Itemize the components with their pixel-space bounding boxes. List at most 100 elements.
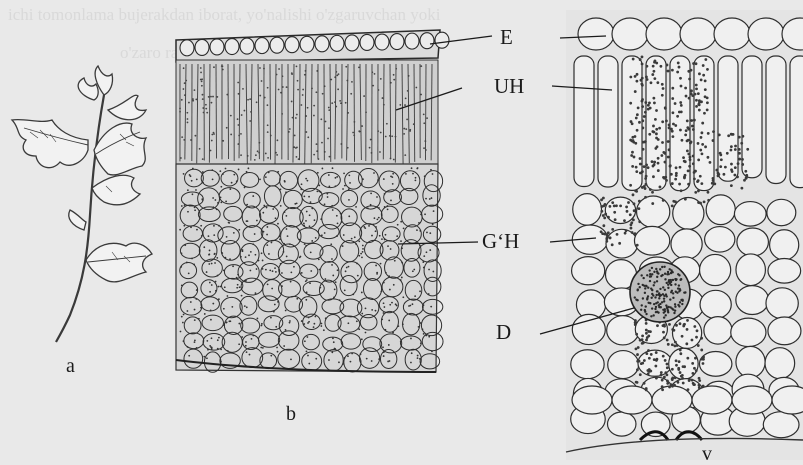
chloroplast-dot: [321, 234, 323, 236]
chloroplast-dot: [618, 242, 621, 245]
chloroplast-dot: [233, 232, 235, 234]
chloroplast-dot: [431, 197, 433, 199]
druse-crystal-dot: [653, 271, 655, 273]
chloroplast-dot: [225, 322, 227, 324]
chloroplast-dot: [322, 93, 324, 95]
druse-crystal-dot: [672, 297, 674, 299]
chloroplast-dot: [201, 85, 203, 87]
chloroplast-dot: [638, 121, 641, 124]
chloroplast-dot: [399, 104, 401, 106]
chloroplast-dot: [607, 231, 610, 234]
chloroplast-dot: [413, 269, 415, 271]
druse-crystal-dot: [660, 275, 662, 277]
chloroplast-dot: [693, 178, 696, 181]
chloroplast-dot: [336, 176, 338, 178]
chloroplast-dot: [719, 165, 722, 168]
chloroplast-dot: [422, 261, 424, 263]
chloroplast-dot: [380, 78, 382, 80]
chloroplast-dot: [181, 136, 183, 138]
chloroplast-dot: [632, 141, 635, 144]
chloroplast-dot: [221, 252, 223, 254]
chloroplast-dot: [670, 173, 673, 176]
chloroplast-dot: [181, 205, 183, 207]
chloroplast-dot: [420, 94, 422, 96]
chloroplast-dot: [712, 177, 715, 180]
chloroplast-dot: [261, 323, 263, 325]
chloroplast-dot: [657, 169, 660, 172]
druse-crystal-dot: [680, 278, 682, 280]
chloroplast-dot: [361, 256, 363, 258]
palisade-cell: [574, 56, 594, 187]
chloroplast-dot: [674, 178, 677, 181]
chloroplast-dot: [357, 275, 359, 277]
chloroplast-dot: [281, 285, 283, 287]
chloroplast-dot: [366, 358, 368, 360]
chloroplast-dot: [712, 139, 715, 142]
chloroplast-dot: [645, 332, 648, 335]
druse-crystal-dot: [651, 293, 653, 295]
spongy-cell: [637, 196, 670, 228]
epidermis-cell: [285, 37, 299, 53]
chloroplast-dot: [328, 109, 330, 111]
chloroplast-dot: [275, 152, 277, 154]
chloroplast-dot: [316, 150, 318, 152]
epidermis-cell: [748, 18, 784, 50]
chloroplast-dot: [240, 154, 242, 156]
chloroplast-dot: [265, 153, 267, 155]
chloroplast-dot: [279, 238, 281, 240]
chloroplast-dot: [275, 326, 277, 328]
chloroplast-dot: [252, 243, 254, 245]
chloroplast-dot: [262, 260, 264, 262]
chloroplast-dot: [333, 341, 335, 343]
chloroplast-dot: [675, 359, 678, 362]
chloroplast-dot: [650, 81, 653, 84]
chloroplast-dot: [306, 350, 308, 352]
chloroplast-dot: [228, 222, 230, 224]
chloroplast-dot: [214, 253, 216, 255]
chloroplast-dot: [202, 107, 204, 109]
chloroplast-dot: [709, 161, 712, 164]
chloroplast-dot: [426, 251, 428, 253]
chloroplast-dot: [687, 153, 690, 156]
chloroplast-dot: [183, 225, 185, 227]
chloroplast-dot: [285, 310, 287, 312]
chloroplast-dot: [365, 111, 367, 113]
chloroplast-dot: [663, 336, 666, 339]
chloroplast-dot: [698, 379, 701, 382]
chloroplast-dot: [736, 176, 739, 179]
druse-crystal-dot: [656, 290, 658, 292]
chloroplast-dot: [336, 74, 338, 76]
chloroplast-dot: [681, 374, 684, 377]
chloroplast-dot: [600, 210, 603, 213]
chloroplast-dot: [301, 320, 303, 322]
chloroplast-dot: [236, 180, 238, 182]
chloroplast-dot: [296, 65, 298, 67]
chloroplast-dot: [180, 266, 182, 268]
chloroplast-dot: [412, 303, 414, 305]
druse-crystal-dot: [667, 271, 669, 273]
chloroplast-dot: [344, 357, 346, 359]
druse-crystal-dot: [646, 274, 648, 276]
epidermis-cell: [375, 34, 389, 50]
chloroplast-dot: [218, 337, 220, 339]
chloroplast-dot: [238, 169, 240, 171]
chloroplast-dot: [396, 235, 398, 237]
chloroplast-dot: [662, 151, 665, 154]
chloroplast-dot: [226, 94, 228, 96]
spongy-cell: [634, 226, 669, 255]
chloroplast-dot: [246, 171, 248, 173]
chloroplast-dot: [318, 269, 320, 271]
chloroplast-dot: [631, 165, 634, 168]
chloroplast-dot: [692, 383, 695, 386]
druse-crystal-dot: [674, 278, 676, 280]
chloroplast-dot: [600, 205, 603, 208]
chloroplast-dot: [660, 374, 663, 377]
spongy-cell: [734, 202, 766, 227]
chloroplast-dot: [405, 128, 407, 130]
chloroplast-dot: [648, 370, 651, 373]
chloroplast-dot: [681, 335, 684, 338]
chloroplast-dot: [697, 344, 700, 347]
chloroplast-dot: [324, 151, 326, 153]
chloroplast-dot: [241, 336, 243, 338]
chloroplast-dot: [222, 65, 224, 67]
